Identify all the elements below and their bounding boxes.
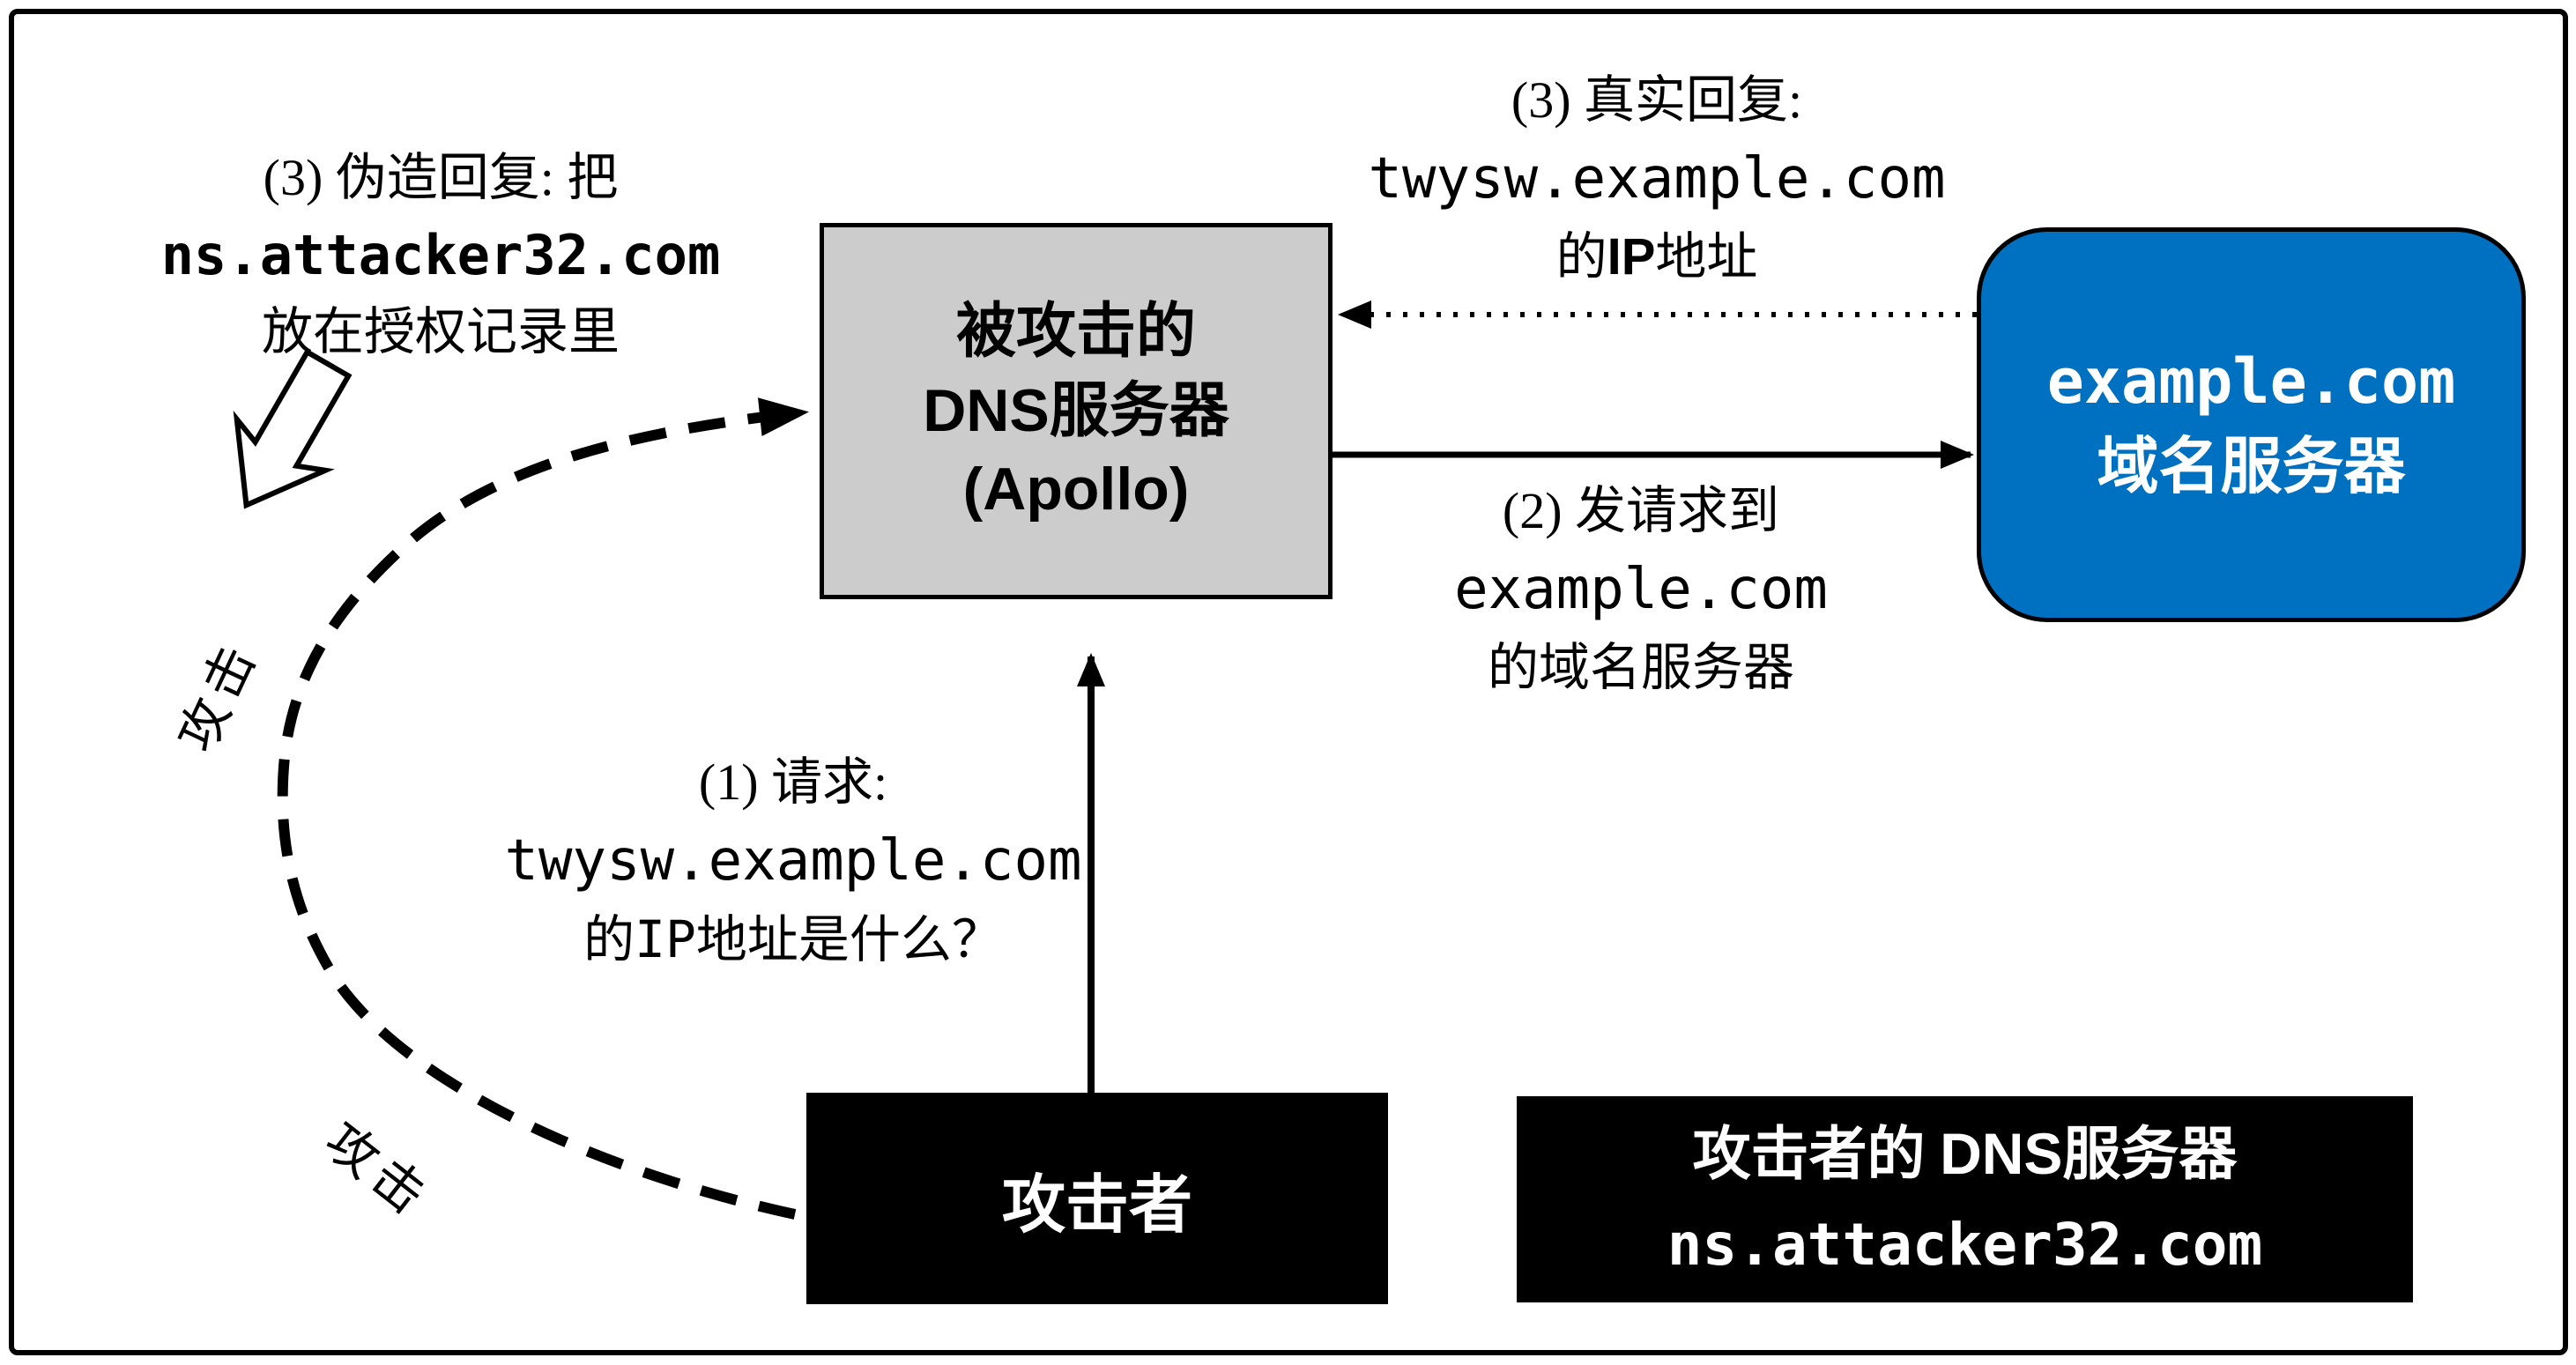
victim-dns-server-box: 被攻击的 DNS服务器 (Apollo) bbox=[820, 223, 1333, 599]
forged-reply-note: (3) 伪造回复: 把 ns.attacker32.com 放在授权记录里 bbox=[123, 141, 758, 370]
forged-reply-dashed-arrow bbox=[277, 397, 809, 1220]
real-reply-domain: twysw.example.com bbox=[1368, 145, 1946, 211]
request-step2-line3: 的域名服务器 bbox=[1487, 639, 1794, 697]
attacker-ns-domain: ns.attacker32.com bbox=[1667, 1211, 2263, 1279]
victim-line3: (Apollo) bbox=[962, 456, 1190, 523]
real-reply-note: (3) 真实回复: twysw.example.com 的IP地址 bbox=[1348, 63, 1965, 295]
attacker-label: 攻击者 bbox=[1001, 1169, 1192, 1241]
real-reply-line3: 的IP地址 bbox=[1555, 228, 1758, 286]
victim-line1: 被攻击的 bbox=[955, 297, 1196, 365]
forged-reply-callout-arrow bbox=[233, 348, 353, 509]
request-step1-note: (1) 请求: twysw.example.com 的IP地址是什么？ bbox=[485, 746, 1102, 978]
example-domain: example.com bbox=[2046, 345, 2456, 418]
outer-border bbox=[9, 9, 2568, 1355]
attacker-box: 攻击者 bbox=[806, 1093, 1388, 1304]
request-step1-line1: (1) 请求: bbox=[698, 753, 888, 811]
forged-reply-line3: 放在授权记录里 bbox=[261, 303, 620, 361]
forged-reply-line1: (3) 伪造回复: 把 bbox=[263, 149, 619, 206]
request-step2-domain: example.com bbox=[1454, 556, 1828, 622]
real-reply-line1: (3) 真实回复: bbox=[1511, 71, 1803, 129]
example-name-server-box: example.com 域名服务器 bbox=[1977, 227, 2526, 622]
attacker-ns-line1: 攻击者的 DNS服务器 bbox=[1692, 1120, 2238, 1187]
forged-reply-domain: ns.attacker32.com bbox=[160, 222, 721, 287]
request-step2-note: (2) 发请求到 example.com 的域名服务器 bbox=[1333, 474, 1949, 706]
request-step1-domain: twysw.example.com bbox=[504, 827, 1082, 894]
attacker-dns-server-box: 攻击者的 DNS服务器 ns.attacker32.com bbox=[1517, 1096, 2413, 1302]
request-step2-line1: (2) 发请求到 bbox=[1502, 482, 1780, 539]
victim-line2: DNS服务器 bbox=[923, 376, 1229, 444]
request-step1-line3: 的IP地址是什么？ bbox=[583, 909, 1003, 970]
example-line2: 域名服务器 bbox=[2097, 434, 2406, 501]
